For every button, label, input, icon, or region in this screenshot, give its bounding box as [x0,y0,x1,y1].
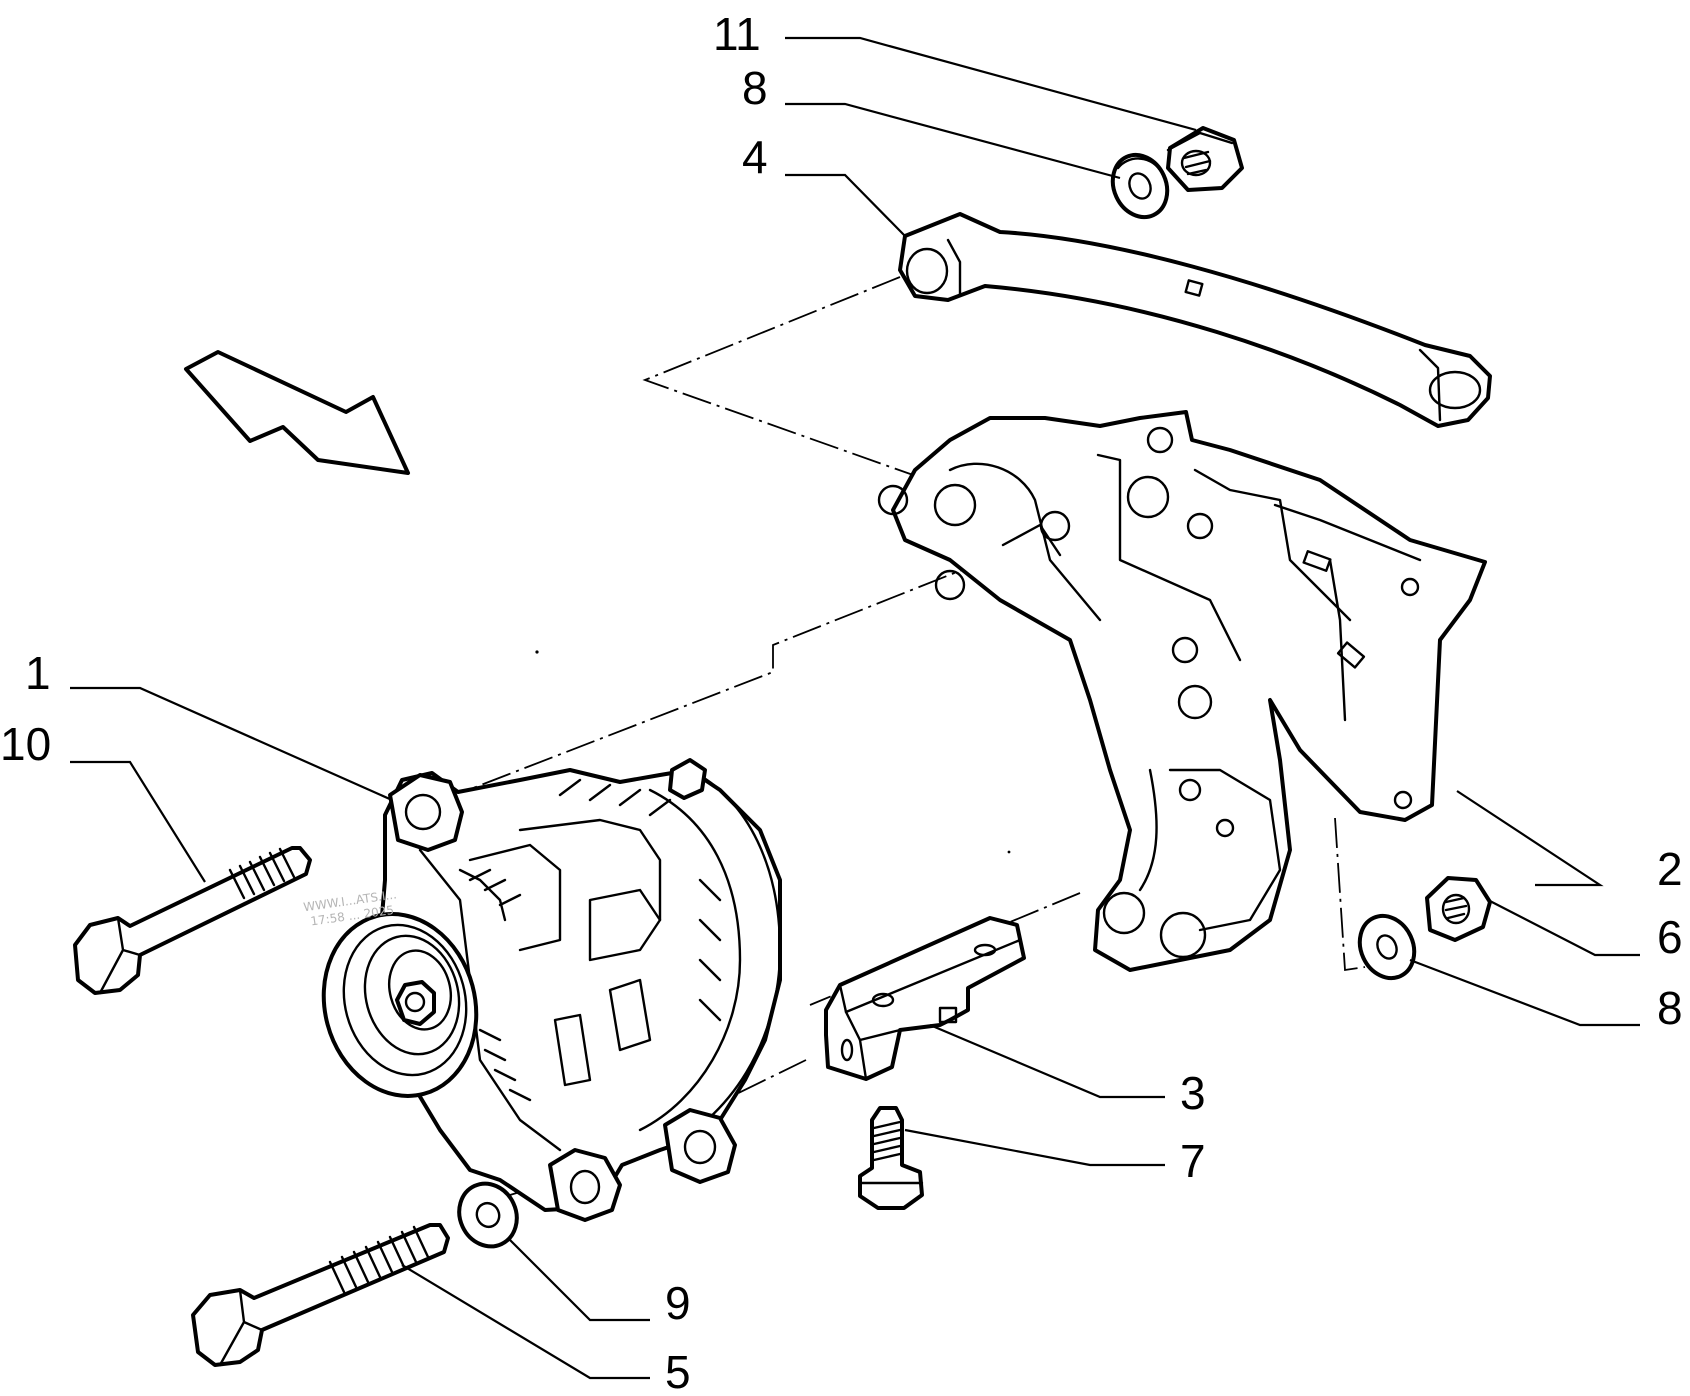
leader-lines [70,36,1640,1380]
leader-6 [1487,899,1640,957]
callout-8-right: 8 [1657,982,1683,1034]
callout-4: 4 [742,131,768,183]
leader-8-top [785,102,1121,180]
speck-dot [535,650,539,654]
support-bracket-part-3 [824,916,1026,1081]
direction-arrow [184,350,410,475]
callout-7: 7 [1180,1135,1206,1187]
alternator-part-1 [321,758,782,1222]
leader-4 [785,173,906,237]
leader-5 [401,1264,650,1380]
leader-7 [904,1128,1165,1167]
washer-part-8-right [1357,913,1417,981]
washer-part-9 [457,1181,519,1249]
callout-8-top: 8 [742,62,768,114]
callout-1: 1 [25,647,51,699]
callout-10: 10 [0,718,51,770]
nut-part-11 [1166,126,1244,192]
leader-8-right [1409,958,1640,1027]
callout-labels: 11 8 4 1 10 2 6 8 3 7 9 5 [0,8,1683,1396]
washer-part-8-top [1110,152,1170,220]
leader-2 [1456,790,1604,887]
callout-2: 2 [1657,843,1683,895]
callout-3: 3 [1180,1067,1206,1119]
callout-5: 5 [665,1346,691,1396]
mounting-bracket-part-2 [877,410,1487,972]
bolt-part-10 [73,846,312,995]
adjuster-arm-part-4 [898,212,1492,428]
leader-1 [70,686,393,802]
speck-dot [1007,850,1011,854]
leader-9 [509,1239,650,1322]
flange-screw-part-7 [858,1106,924,1210]
bolt-part-5 [191,1223,450,1367]
leader-10 [70,760,206,883]
callout-6: 6 [1657,911,1683,963]
nut-part-6 [1425,876,1492,942]
callout-11: 11 [713,8,761,60]
leader-3 [929,1023,1165,1099]
leader-11 [785,36,1197,132]
callout-9: 9 [665,1277,691,1329]
